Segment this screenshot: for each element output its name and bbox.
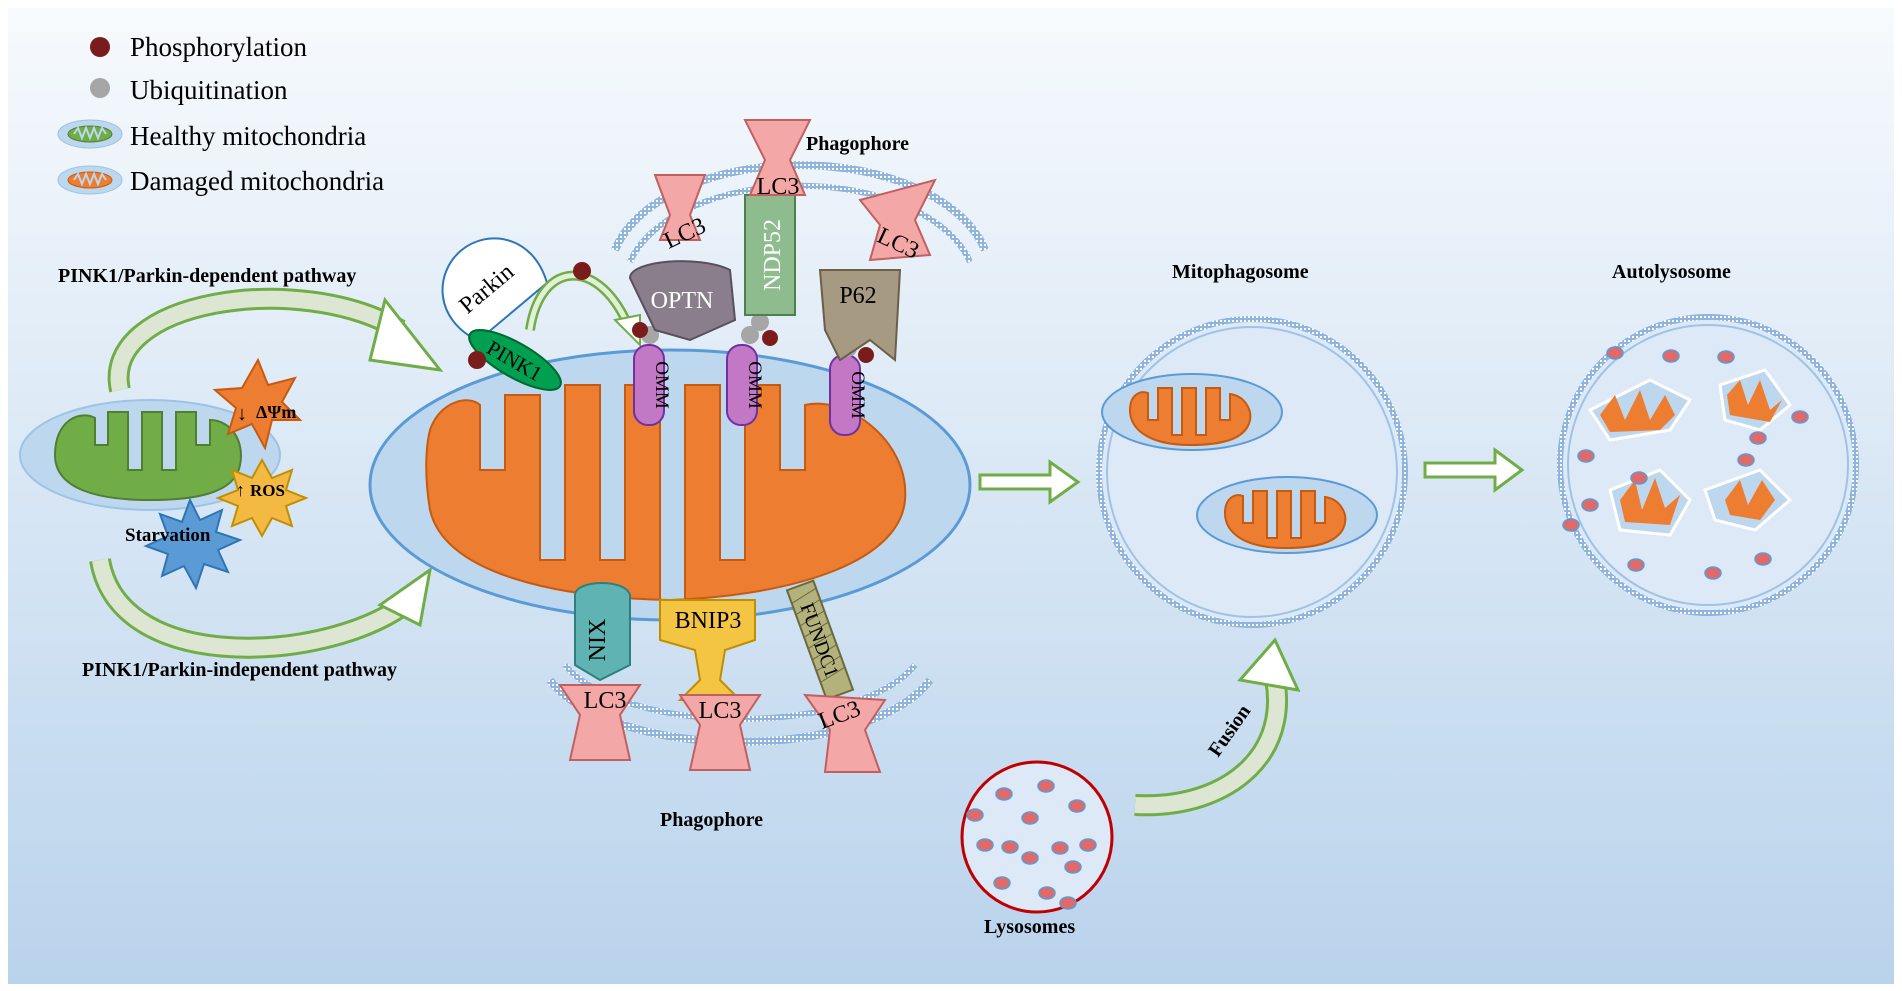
lc3-top-middle-label: LC3 — [757, 174, 800, 200]
optn-receptor: OPTN — [628, 260, 737, 342]
arrow-down-indicator: ↓ — [237, 403, 247, 425]
optn-label: OPTN — [651, 288, 714, 314]
dependent-pathway-label: PINK1/Parkin-dependent pathway — [58, 265, 356, 287]
membrane-potential-label: ΔΨm — [256, 402, 296, 422]
independent-pathway-arrow-body — [92, 558, 416, 656]
degrading-fragment-1 — [1587, 378, 1693, 442]
lysosome-dots — [966, 779, 1097, 910]
legend-damaged-label: Damaged mitochondria — [130, 166, 384, 196]
pink1-phospho-dot — [468, 351, 486, 369]
damaged-mitochondria-legend-icon — [57, 165, 123, 195]
bnip3-label: BNIP3 — [675, 608, 742, 634]
omm-left: OMM — [633, 344, 672, 426]
healthy-mitochondrion — [19, 399, 281, 511]
phosphorylation-legend-icon — [90, 37, 110, 57]
starvation-label: Starvation — [125, 525, 211, 546]
degrading-fragment-3 — [1608, 468, 1692, 537]
bnip3-receptor: BNIP3 — [659, 599, 756, 701]
engulfed-mitochondrion-2 — [1196, 476, 1378, 554]
arrow-up-indicator: ↑ — [236, 480, 245, 500]
top-phagophore-label: Phagophore — [806, 133, 909, 155]
lysosome-vesicle — [960, 760, 1114, 914]
mitophagosome — [1096, 316, 1408, 628]
free-phospho-dot — [573, 262, 591, 280]
omm-right: OMM — [829, 354, 868, 436]
engulfed-mitochondrion-1 — [1101, 373, 1283, 451]
omm-middle-label: OMM — [744, 361, 765, 409]
legend: Phosphorylation Ubiquitination Healthy m… — [57, 32, 384, 196]
dependent-pathway-arrowhead — [368, 296, 444, 373]
nix-label: NIX — [585, 619, 611, 662]
autolysosome — [1557, 314, 1859, 616]
autolysosome-label: Autolysosome — [1612, 261, 1731, 283]
independent-pathway-arrowhead — [377, 566, 433, 628]
ros-label: ROS — [250, 481, 285, 500]
p62-receptor: P62 — [818, 269, 902, 362]
starvation-star — [143, 497, 243, 591]
ndp52-label: NDP52 — [760, 219, 786, 291]
to-autolysosome-arrow — [1423, 447, 1525, 493]
mitophagosome-label: Mitophagosome — [1172, 261, 1309, 283]
ubiquitination-legend-icon — [90, 78, 110, 98]
independent-pathway-label: PINK1/Parkin-independent pathway — [82, 659, 397, 681]
ros-star — [215, 457, 309, 539]
omm-left-label: OMM — [651, 361, 672, 409]
top-phagophore-membrane — [611, 161, 989, 252]
omm-right-label: OMM — [847, 371, 868, 419]
dependent-pathway-arrow-body — [110, 290, 405, 392]
legend-phosphorylation-label: Phosphorylation — [130, 32, 308, 62]
parkin-protein: Parkin — [441, 237, 549, 342]
legend-ubiquitination-label: Ubiquitination — [130, 75, 288, 105]
autolysosome-lysosome-dots — [1562, 346, 1809, 580]
degrading-fragment-4 — [1703, 468, 1793, 532]
lc3-bottom-middle: LC3 — [678, 694, 762, 771]
lc3-bottom-right: LC3 — [802, 693, 887, 773]
membrane-potential-star — [212, 357, 303, 451]
lc3-bottom-left: LC3 — [558, 684, 642, 761]
lc3-top-right: LC3 — [858, 178, 937, 264]
lc3-top-middle: LC3 — [743, 119, 812, 200]
ubiquitin-cluster-middle — [741, 313, 778, 346]
healthy-mitochondria-legend-icon — [57, 119, 123, 149]
lc3-bottom-middle-label: LC3 — [699, 698, 742, 724]
ndp52-receptor: NDP52 — [744, 194, 796, 316]
degrading-fragment-2 — [1718, 368, 1793, 432]
legend-healthy-label: Healthy mitochondria — [130, 121, 366, 151]
lc3-bottom-left-label: LC3 — [584, 688, 627, 714]
to-mitophagosome-arrow — [978, 459, 1081, 505]
omm-middle: OMM — [726, 344, 765, 426]
nix-receptor: NIX — [574, 582, 631, 682]
fusion-arrowhead — [1237, 637, 1301, 692]
lysosomes-label: Lysosomes — [984, 916, 1075, 938]
bottom-phagophore-label: Phagophore — [660, 809, 763, 831]
fusion-arrow-body — [1134, 657, 1285, 814]
p62-label: P62 — [839, 283, 876, 309]
recruitment-arrow-body — [527, 273, 633, 331]
